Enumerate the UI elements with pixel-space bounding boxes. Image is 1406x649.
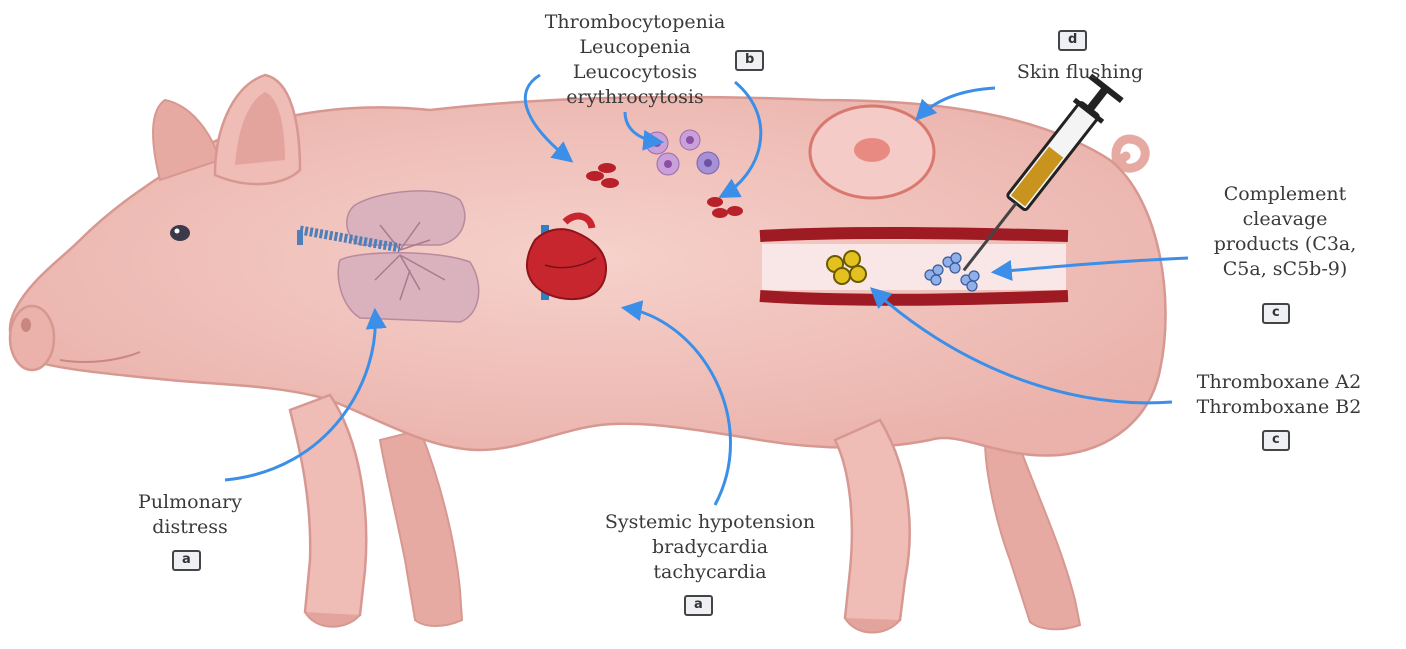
platelet: [834, 268, 850, 284]
badge-d: d: [1058, 30, 1087, 51]
complement-line-3: products (C3a,: [1180, 232, 1390, 257]
rbc: [598, 163, 616, 173]
thromboxane-label: Thromboxane A2 Thromboxane B2: [1168, 370, 1390, 420]
lung-lower: [338, 253, 479, 322]
pig-eye: [170, 225, 190, 241]
badge-a-pulmonary: a: [172, 550, 201, 571]
blood-line-2: Leucopenia: [540, 35, 730, 60]
thromboxane-line-2: Thromboxane B2: [1168, 395, 1390, 420]
blood-findings-label: Thrombocytopenia Leucopenia Leucocytosis…: [540, 10, 730, 110]
platelet: [844, 251, 860, 267]
pig-front-leg-near: [290, 395, 366, 621]
complement-line-1: Complement: [1180, 182, 1390, 207]
systemic-line-2: bradycardia: [570, 535, 850, 560]
rbc: [586, 171, 604, 181]
pulmonary-label: Pulmonary distress: [110, 490, 270, 540]
skin-flushing-label: Skin flushing: [990, 60, 1170, 85]
pig-snout: [10, 306, 54, 370]
badge-c-thromboxane: c: [1262, 430, 1290, 451]
blood-line-3: Leucocytosis: [540, 60, 730, 85]
complement-label: Complement cleavage products (C3a, C5a, …: [1180, 182, 1390, 282]
blood-line-1: Thrombocytopenia: [540, 10, 730, 35]
platelet: [850, 266, 866, 282]
complement-line-4: C5a, sC5b-9): [1180, 257, 1390, 282]
thromboxane-line-1: Thromboxane A2: [1168, 370, 1390, 395]
rbc: [727, 206, 743, 216]
systemic-label: Systemic hypotension bradycardia tachyca…: [570, 510, 850, 585]
rbc: [707, 197, 723, 207]
blood-line-4: erythrocytosis: [540, 85, 730, 110]
pig-nostril: [21, 318, 31, 332]
systemic-line-1: Systemic hypotension: [570, 510, 850, 535]
pig-front-leg-far: [380, 430, 462, 626]
rbc: [601, 178, 619, 188]
systemic-line-3: tachycardia: [570, 560, 850, 585]
pulmonary-line-1: Pulmonary: [110, 490, 270, 515]
pig-tail: [1116, 139, 1145, 170]
complement-line-2: cleavage: [1180, 207, 1390, 232]
badge-c-complement: c: [1262, 303, 1290, 324]
badge-a-systemic: a: [684, 595, 713, 616]
badge-b: b: [735, 50, 764, 71]
skin-flush-patch: [810, 106, 934, 198]
pulmonary-line-2: distress: [110, 515, 270, 540]
rbc: [712, 208, 728, 218]
